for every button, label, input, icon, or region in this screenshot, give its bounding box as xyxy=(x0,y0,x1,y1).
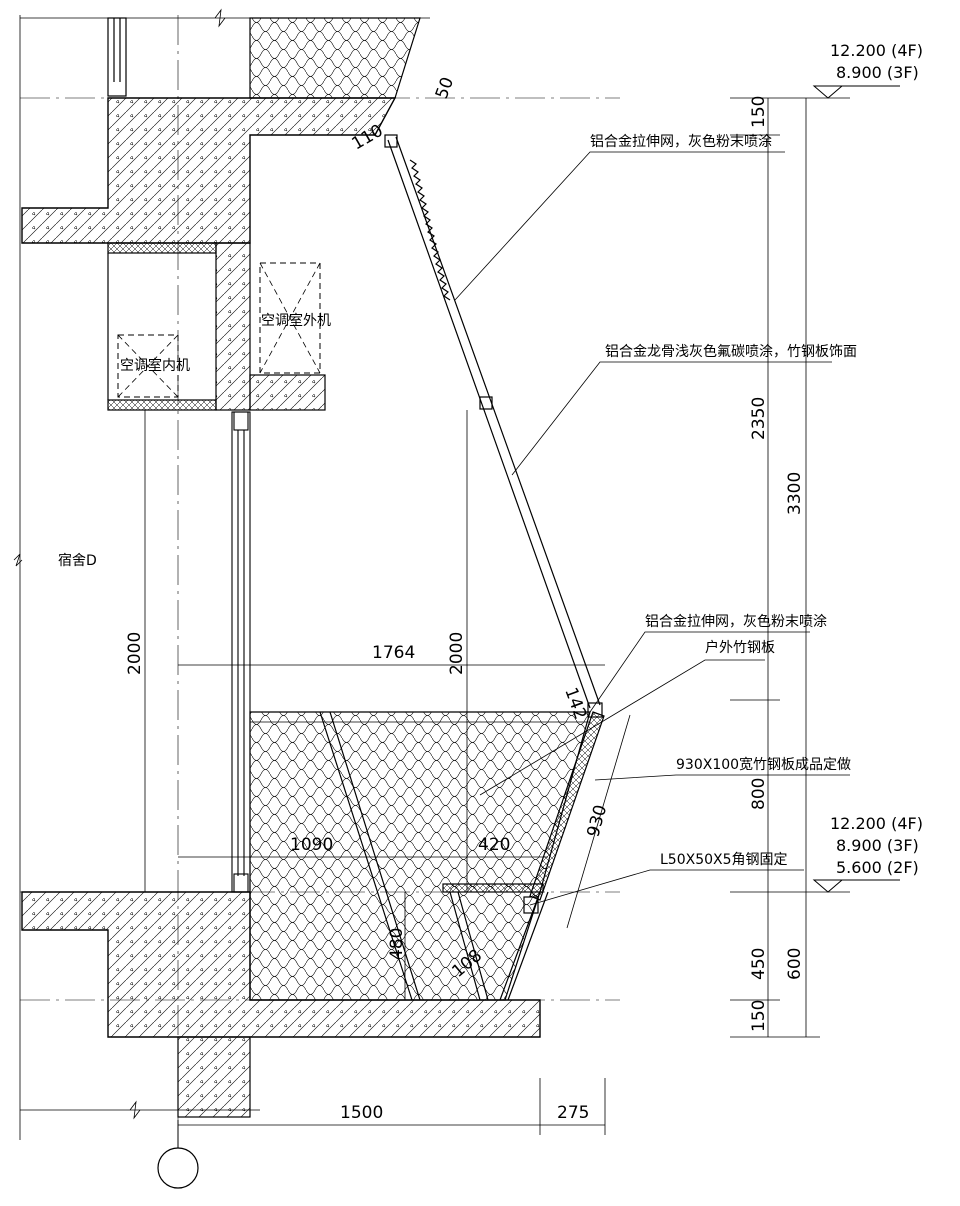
dim-930: 930 xyxy=(584,803,612,840)
annotation-bamboo-board: 户外竹钢板 xyxy=(705,639,775,656)
ac-wall xyxy=(215,242,251,411)
dim-275: 275 xyxy=(557,1103,589,1123)
dim-800: 800 xyxy=(749,778,769,810)
leader-lines xyxy=(454,151,850,906)
level-top-2: 8.900 (3F) xyxy=(836,63,919,82)
level-mid-1: 12.200 (4F) xyxy=(830,814,923,833)
room-label: 宿舍D xyxy=(58,552,97,569)
upper-slab xyxy=(21,97,397,244)
annotation-angle-steel: L50X50X5角钢固定 xyxy=(660,852,788,868)
lower-insulation xyxy=(249,711,591,1001)
dim-1500: 1500 xyxy=(340,1103,383,1123)
inclined-frame xyxy=(384,134,603,718)
column-below xyxy=(177,1036,251,1118)
dim-480: 480 xyxy=(387,928,407,960)
ac-indoor-recess xyxy=(107,242,217,411)
ac-indoor-label: 空调室内机 xyxy=(120,357,190,374)
level-mid-2: 8.900 (3F) xyxy=(836,836,919,855)
dim-2350: 2350 xyxy=(749,397,769,440)
dim-2000-left: 2000 xyxy=(125,632,145,675)
annotation-mesh-upper: 铝合金拉伸网，灰色粉末喷涂 xyxy=(590,133,772,150)
annotation-board-spec: 930X100宽竹钢板成品定做 xyxy=(676,756,851,773)
dim-1090: 1090 xyxy=(290,835,333,855)
ac-shelf xyxy=(249,374,326,411)
dim-150-bottom: 150 xyxy=(749,1000,769,1032)
ac-outdoor-unit-box xyxy=(259,262,321,374)
dim-2000-mid: 2000 xyxy=(447,632,467,675)
ac-outdoor-label: 空调室外机 xyxy=(261,312,331,329)
dim-600: 600 xyxy=(785,948,805,980)
dim-3300: 3300 xyxy=(785,472,805,515)
dim-450: 450 xyxy=(749,948,769,980)
ac-indoor-unit-box xyxy=(117,334,179,398)
level-top-1: 12.200 (4F) xyxy=(830,41,923,60)
annotation-frame: 铝合金龙骨浅灰色氟碳喷涂，竹钢板饰面 xyxy=(605,343,857,360)
axis-bubble xyxy=(157,1147,199,1189)
window-glazing xyxy=(231,411,251,893)
lower-bamboo-board xyxy=(319,711,605,1001)
dim-50: 50 xyxy=(432,75,458,102)
lower-slab xyxy=(21,891,541,1038)
dim-420: 420 xyxy=(478,835,510,855)
dim-150-top: 150 xyxy=(749,96,769,128)
upper-parapet xyxy=(249,17,421,99)
level-mid-3: 5.600 (2F) xyxy=(836,858,919,877)
horizontal-dimension-lines xyxy=(144,410,631,1135)
dim-1764: 1764 xyxy=(372,643,415,663)
upper-window-frame xyxy=(107,17,127,97)
level-markers xyxy=(812,85,900,893)
right-dimension-lines xyxy=(730,97,850,1038)
annotation-mesh-lower: 铝合金拉伸网，灰色粉末喷涂 xyxy=(645,613,827,630)
